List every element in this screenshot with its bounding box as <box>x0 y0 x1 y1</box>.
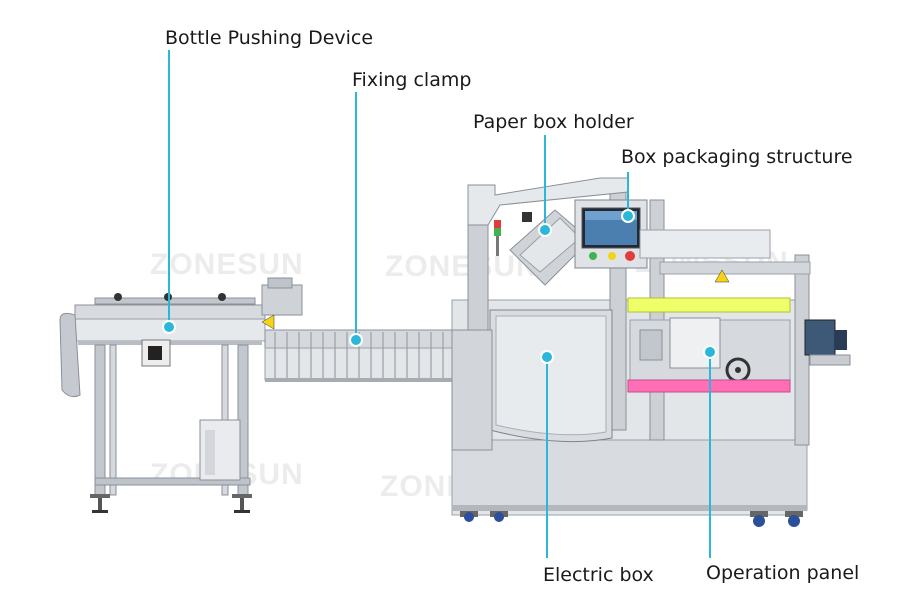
main-machine <box>451 177 851 527</box>
watermark: ZONESUN <box>385 250 539 283</box>
marker-box-packaging <box>621 209 635 223</box>
marker-electric-box <box>540 350 554 364</box>
label-operation-panel: Operation panel <box>706 562 860 584</box>
marker-bottle-pushing <box>162 320 176 334</box>
label-bottle-pushing-device: Bottle Pushing Device <box>165 27 374 49</box>
label-electric-box: Electric box <box>543 564 654 586</box>
label-fixing-clamp: Fixing clamp <box>352 69 472 91</box>
marker-fixing-clamp <box>349 333 363 347</box>
watermark: ZONESUN <box>150 248 304 281</box>
label-box-packaging-structure: Box packaging structure <box>621 146 853 168</box>
marker-operation-panel <box>703 345 717 359</box>
marker-paper-box-holder <box>538 223 552 237</box>
bottle-pushing-device <box>59 277 303 513</box>
label-paper-box-holder: Paper box holder <box>473 111 634 133</box>
